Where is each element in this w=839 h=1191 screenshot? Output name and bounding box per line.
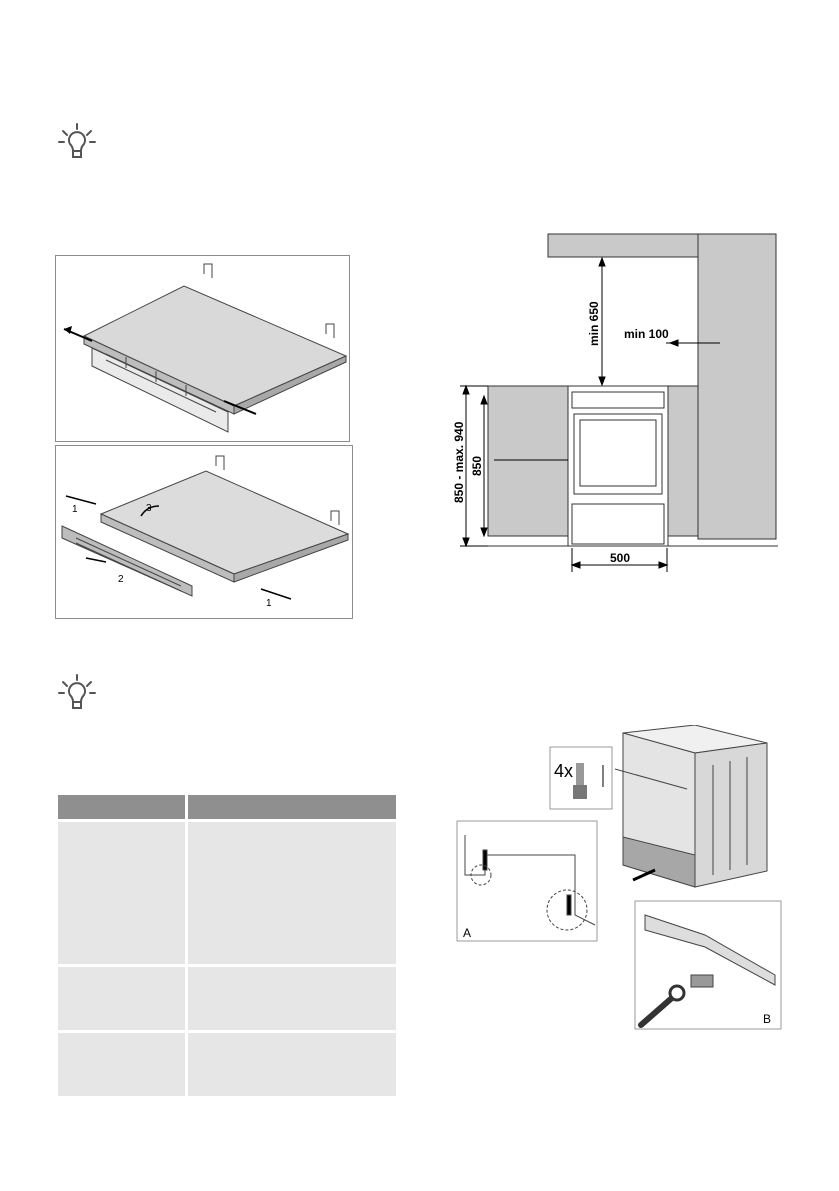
dim-min-side: min 100 <box>624 327 669 341</box>
tall-cabinet <box>697 233 777 540</box>
table-cell <box>58 1030 185 1096</box>
detail-a-label: A <box>463 926 471 940</box>
dim-min-height: min 650 <box>587 301 601 346</box>
table-row <box>58 1030 396 1096</box>
table-row <box>58 819 396 964</box>
step-label-1b: 1 <box>266 598 272 609</box>
detail-b-label: B <box>763 1012 771 1026</box>
leveling-count-label: 4x <box>554 761 573 781</box>
left-base-cabinet <box>487 385 569 537</box>
table-cell <box>185 1030 396 1096</box>
table-header-cell <box>58 795 185 819</box>
table-cell <box>58 964 185 1030</box>
leveling-feet-diagram: 4x A B <box>456 725 782 1030</box>
table-cell <box>58 819 185 964</box>
dim-height-range: 850 - max. 940 <box>452 421 466 503</box>
dim-width: 500 <box>610 551 630 565</box>
spec-table <box>58 795 396 1096</box>
dim-height: 850 <box>470 456 484 476</box>
top-cabinet-shelf <box>547 233 699 258</box>
table-cell <box>185 819 396 964</box>
step-label-3: 3 <box>146 503 152 514</box>
lightbulb-tip-icon <box>58 123 96 158</box>
foot-icon <box>573 763 604 799</box>
table-header-cell <box>185 795 396 819</box>
lightbulb-tip-icon <box>58 674 96 709</box>
installation-dimensions-diagram: min 650 min 100 850 - max. 940 850 500 <box>452 233 778 572</box>
panel-removal-figure: 1 1 2 3 <box>55 445 353 619</box>
step-label-2: 2 <box>118 574 124 585</box>
table-row <box>58 964 396 1030</box>
right-base-cabinet <box>667 385 699 537</box>
step-label-1: 1 <box>72 504 78 515</box>
table-cell <box>185 964 396 1030</box>
wrench-icon <box>638 984 686 1028</box>
lid-mounting-figure <box>55 255 350 442</box>
